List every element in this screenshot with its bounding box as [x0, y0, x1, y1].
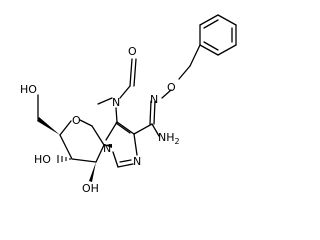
atom-n-ring1: N [103, 142, 111, 155]
atom-oh-c2: OH [82, 182, 99, 195]
benzene-ring [199, 14, 237, 56]
atom-nh2-main: NH [158, 131, 175, 144]
atom-nh2: NH2 [158, 131, 180, 146]
amidoxime-group [133, 100, 160, 137]
stereo-bonds [37, 94, 112, 182]
wedge-bond-c2 [89, 162, 96, 182]
atom-n-amide: N [112, 96, 120, 109]
atom-nh2-subscript: 2 [175, 137, 180, 146]
atom-o-furanose: O [72, 114, 81, 127]
wedge-bond-c4 [37, 117, 60, 135]
atom-o-oxime: O [167, 81, 176, 94]
hash-bond-c3 [57, 155, 71, 163]
atom-oh-c5: HO [20, 83, 37, 96]
n-methylformamide [97, 58, 137, 123]
benzyloxy-chain [161, 44, 201, 99]
chemical-structure: O N N O N N O HO HO OH NH2 [20, 14, 237, 195]
furanose-ring [59, 119, 105, 163]
imidazole-ring [105, 121, 138, 168]
atom-o-formyl: O [128, 45, 137, 58]
atom-n-ring3: N [133, 155, 141, 168]
atom-oh-c3: HO [34, 153, 51, 166]
wedge-bond-c1 [104, 144, 112, 148]
atom-n-oxime: N [150, 93, 158, 106]
